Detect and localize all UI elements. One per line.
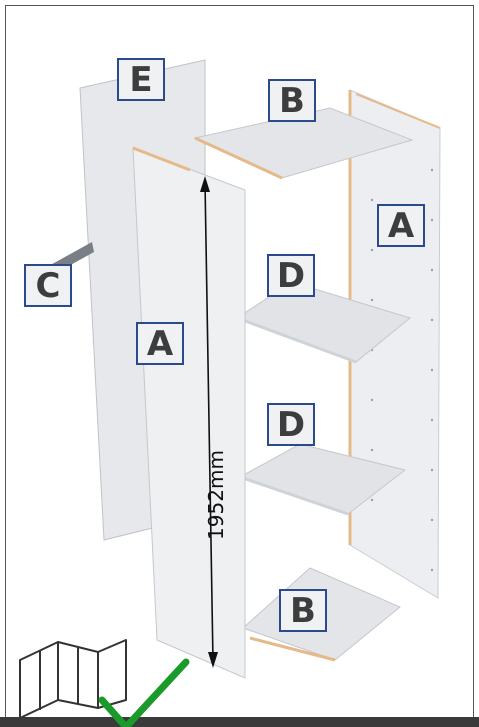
label-e: E	[117, 58, 165, 101]
check-mark-icon	[98, 658, 190, 727]
panel-b-top-edge	[194, 136, 283, 180]
panel-b-bottom-edge	[249, 636, 336, 662]
panel-a-right-top-edge	[355, 93, 441, 129]
footer-bar	[0, 717, 479, 727]
dimension-label: 1952mm	[204, 450, 228, 540]
label-b-top: B	[268, 79, 316, 122]
label-b-bottom: B	[279, 589, 327, 632]
dimension-label-container: 1952mm	[196, 420, 236, 570]
panel-a-front	[132, 147, 246, 679]
label-a-right: A	[377, 204, 425, 247]
panel-a-front-top-edge	[132, 146, 191, 172]
shelf-d-upper-edge	[236, 316, 357, 364]
label-d-lower: D	[267, 403, 315, 446]
shelf-d-lower-edge	[239, 475, 349, 516]
label-d-upper: D	[267, 254, 315, 297]
wardrobe-outline-icon	[19, 639, 127, 719]
dimension-arrow	[200, 176, 218, 668]
label-a-front: A	[136, 322, 184, 365]
label-c: C	[24, 264, 72, 307]
